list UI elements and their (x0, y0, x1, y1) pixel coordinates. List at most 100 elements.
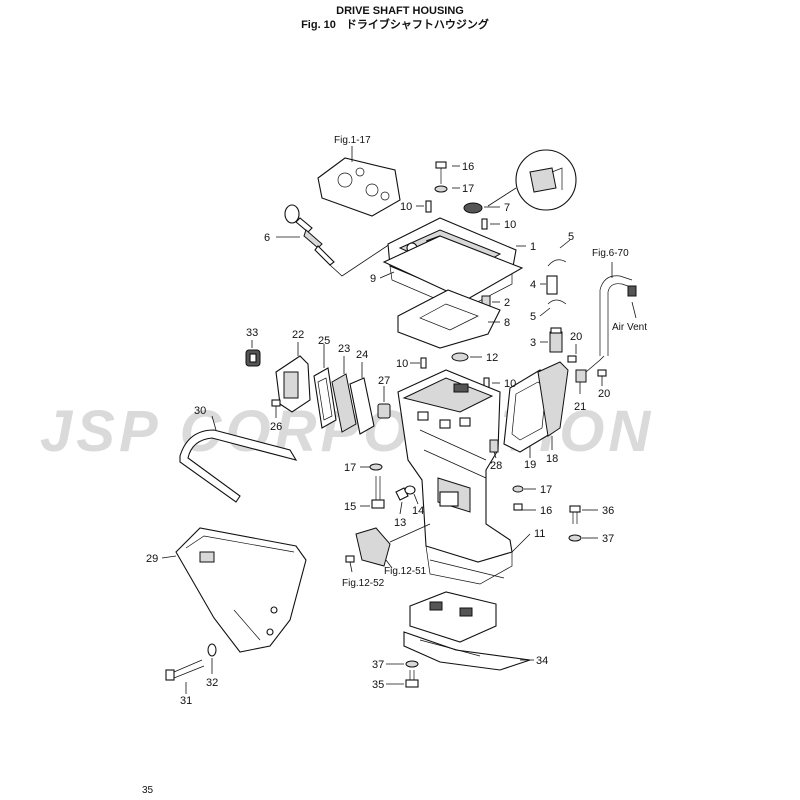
seal-strip-30 (179, 429, 298, 503)
ref-fig-12-52: Fig.12-52 (342, 578, 385, 589)
plate-23 (331, 373, 357, 433)
ref-fig-12-51: Fig.12-51 (384, 566, 427, 577)
bolt-31 (165, 659, 205, 681)
lower-cowling-29 (175, 527, 307, 653)
callout-21: 21 (574, 401, 586, 413)
callout-2: 2 (504, 297, 510, 309)
callout-5-top: 5 (568, 231, 574, 243)
callout-20-a: 20 (570, 331, 582, 343)
drive-shaft-housing (397, 369, 513, 585)
callout-37-bottom: 37 (372, 659, 384, 671)
upper-gasket (317, 157, 401, 217)
cap-27 (377, 403, 391, 419)
callout-8: 8 (504, 317, 510, 329)
bolt-16-top (435, 161, 447, 184)
dipstick (284, 204, 335, 266)
seal-12 (451, 352, 469, 362)
air-vent-hose (599, 275, 633, 356)
callout-10-a: 10 (400, 201, 412, 213)
callout-26: 26 (270, 421, 282, 433)
ref-fig-6-70: Fig.6-70 (592, 248, 629, 259)
lower-mount (403, 591, 531, 671)
callout-17-left: 17 (344, 462, 356, 474)
callout-12: 12 (486, 352, 498, 364)
callout-7: 7 (504, 202, 510, 214)
page-number: 35 (142, 785, 154, 796)
callout-11: 11 (534, 528, 545, 540)
filter-3 (549, 327, 563, 353)
callout-30: 30 (194, 405, 206, 417)
cover-fig-12-51 (355, 527, 391, 567)
gasket-8 (397, 289, 501, 349)
callout-37-right: 37 (602, 533, 614, 545)
bolt-16-right (513, 503, 523, 511)
callout-10-d: 10 (504, 378, 516, 390)
callout-33: 33 (246, 327, 258, 339)
washer-32 (207, 643, 217, 657)
washer-17-right (512, 485, 524, 493)
air-vent-end (627, 285, 637, 297)
callout-32: 32 (206, 677, 218, 689)
washer-14 (404, 485, 416, 495)
title-japanese: ドライブシャフトハウジング (345, 19, 489, 31)
callout-10-b: 10 (504, 219, 516, 231)
callout-9: 9 (370, 273, 376, 285)
callout-14: 14 (412, 505, 424, 517)
callout-17-right: 17 (540, 484, 552, 496)
ref-air-vent: Air Vent (612, 322, 647, 333)
plug-28 (489, 439, 499, 453)
callout-36: 36 (602, 505, 614, 517)
callout-15: 15 (344, 501, 356, 513)
callout-19: 19 (524, 459, 536, 471)
washer-17-top (434, 185, 448, 193)
plate-18 (537, 361, 569, 437)
callout-4: 4 (530, 279, 536, 291)
callout-20-b: 20 (598, 388, 610, 400)
callout-3: 3 (530, 337, 536, 349)
callout-29: 29 (146, 553, 158, 565)
connector-21 (575, 369, 587, 383)
screw-20-a (567, 355, 577, 363)
callout-5-bottom: 5 (530, 311, 536, 323)
callout-17-top: 17 (462, 183, 474, 195)
screw-fig-12-52 (345, 555, 355, 563)
clip-5-top (547, 259, 567, 267)
clip-5-bottom (547, 299, 567, 305)
callout-22: 22 (292, 329, 304, 341)
callout-10-c: 10 (396, 358, 408, 370)
bolt-35 (405, 670, 419, 688)
callout-6: 6 (264, 232, 270, 244)
dowel-10-c (420, 357, 427, 369)
bolt-15 (371, 476, 385, 509)
callout-34: 34 (536, 655, 548, 667)
callout-35: 35 (372, 679, 384, 691)
callout-23: 23 (338, 343, 350, 355)
callout-16-right: 16 (540, 505, 552, 517)
gasket-9 (382, 235, 524, 301)
grommet-33 (245, 349, 261, 367)
callout-18: 18 (546, 453, 558, 465)
callout-1: 1 (530, 241, 536, 253)
washer-37-right (568, 534, 582, 542)
callout-28: 28 (490, 460, 502, 472)
gasket-25 (313, 367, 337, 429)
callout-27: 27 (378, 375, 390, 387)
washer-17-left (369, 463, 383, 471)
ref-fig-1-17: Fig.1-17 (334, 135, 371, 146)
gasket-24 (349, 377, 375, 435)
callout-16-top: 16 (462, 161, 474, 173)
screw-20-b (597, 369, 607, 377)
page-title: DRIVE SHAFT HOUSING (336, 5, 464, 17)
callout-25: 25 (318, 335, 330, 347)
dowel-10-a (425, 200, 432, 213)
screw-26 (271, 399, 281, 407)
bolt-36 (569, 505, 581, 524)
inset-detail (487, 149, 577, 211)
callout-13: 13 (394, 517, 406, 529)
seal-7 (463, 202, 483, 214)
callout-24: 24 (356, 349, 368, 361)
dowel-10-b (481, 218, 488, 230)
